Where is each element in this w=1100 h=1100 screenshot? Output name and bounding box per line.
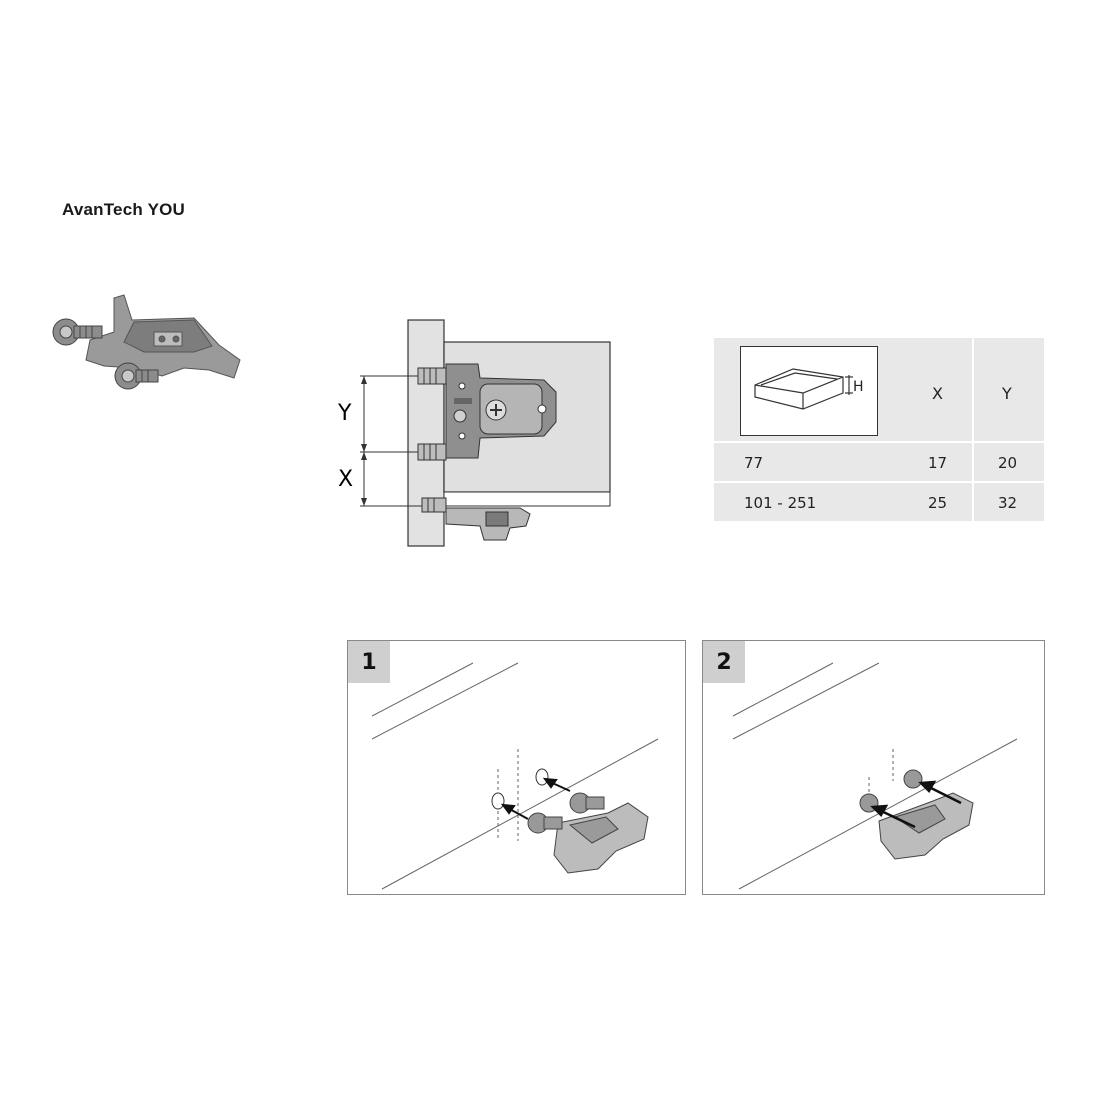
step-1-connector bbox=[527, 792, 649, 874]
table-row-2-y: 32 bbox=[998, 494, 1018, 512]
table-row-1-y: 20 bbox=[998, 454, 1018, 472]
table-row-2-x: 25 bbox=[928, 494, 948, 512]
table-row-1-h: 77 bbox=[744, 454, 764, 472]
dimension-label-x: X bbox=[338, 467, 353, 492]
runner-dowel bbox=[421, 497, 447, 513]
table-header-y: Y bbox=[1002, 384, 1012, 403]
step-1-number: 1 bbox=[348, 641, 390, 683]
step-1-panel: 1 bbox=[347, 640, 686, 895]
step-2-connector bbox=[859, 769, 974, 860]
drawer-height-icon: H bbox=[740, 346, 878, 436]
table-header-h: H bbox=[853, 379, 864, 395]
dimension-label-y: Y bbox=[337, 401, 352, 426]
runner-coupling bbox=[445, 507, 531, 541]
step-2-panel: 2 bbox=[702, 640, 1045, 895]
connector-body bbox=[445, 363, 557, 459]
dimension-table: H X Y 77 17 20 101 - 251 25 32 bbox=[714, 338, 1044, 521]
connector-product-image bbox=[52, 294, 241, 390]
mounting-dimension-diagram: Y X bbox=[337, 319, 611, 547]
step-2-number: 2 bbox=[703, 641, 745, 683]
step-1-hole-upper bbox=[535, 768, 549, 786]
step-1-hole-lower bbox=[491, 792, 505, 810]
lower-dowel bbox=[417, 443, 447, 461]
upper-dowel bbox=[417, 367, 447, 385]
table-row-1-x: 17 bbox=[928, 454, 948, 472]
table-row-2-h: 101 - 251 bbox=[744, 494, 817, 512]
table-header-x: X bbox=[932, 384, 943, 403]
product-title: AvanTech YOU bbox=[62, 200, 186, 219]
